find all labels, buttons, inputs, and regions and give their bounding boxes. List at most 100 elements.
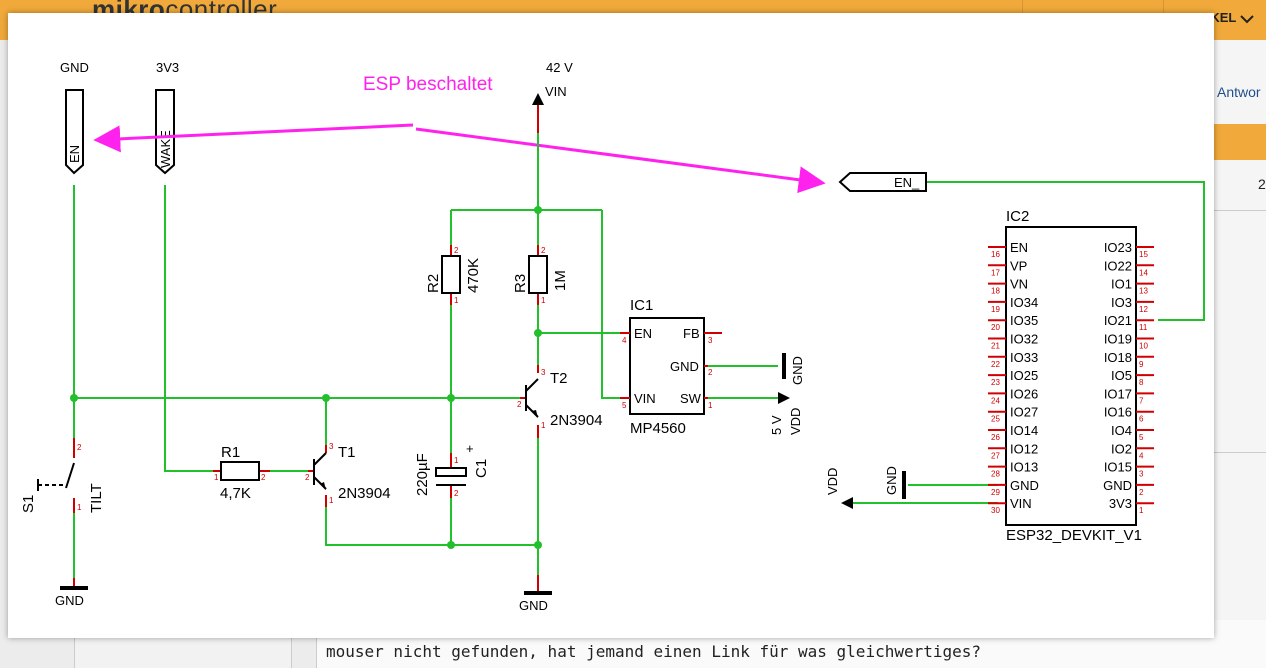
t1-name: T1 — [338, 444, 356, 461]
ic2-pin-number: 2 — [1139, 488, 1144, 497]
svg-text:1: 1 — [541, 421, 546, 430]
svg-text:2: 2 — [454, 246, 459, 255]
ic2-pin-number: 27 — [991, 451, 1000, 460]
t1-type: 2N3904 — [338, 485, 391, 502]
wake-flag-label: WAKE — [158, 130, 173, 168]
wire-wake-net — [164, 185, 213, 472]
ic2-pin-label: IO33 — [1010, 350, 1038, 365]
ic2-pin-number: 25 — [991, 415, 1000, 424]
ic2-pin-label: IO26 — [1010, 386, 1038, 401]
ic1-pin-fb: FB — [683, 326, 700, 341]
wire-ic1-out — [708, 365, 778, 399]
svg-text:2: 2 — [517, 400, 522, 409]
ic2-pin-label: IO19 — [1104, 332, 1132, 347]
gnd-label-s1: GND — [55, 593, 84, 608]
ic2-pin-number: 1 — [1139, 506, 1144, 515]
svg-text:1: 1 — [214, 473, 219, 482]
ic2-pin-label: IO12 — [1010, 441, 1038, 456]
ic2-pin-label: IO5 — [1111, 368, 1132, 383]
svg-text:2: 2 — [454, 489, 459, 498]
ic2-pin-label: IO1 — [1111, 277, 1132, 292]
reply-link[interactable]: Antwor — [1217, 84, 1261, 100]
ic2-pin-label: IO13 — [1010, 460, 1038, 475]
ic1-pin-vin: VIN — [634, 391, 656, 406]
svg-text:4: 4 — [622, 336, 627, 345]
r3-name: R3 — [512, 274, 529, 293]
ic2-pin-number: 10 — [1139, 342, 1148, 351]
r1-name: R1 — [221, 444, 240, 461]
vin-arrow-icon — [532, 93, 544, 105]
svg-text:2: 2 — [305, 473, 310, 482]
ic2-pin-number: 7 — [1139, 396, 1144, 405]
svg-text:2: 2 — [261, 473, 266, 482]
svg-text:1: 1 — [329, 496, 334, 505]
svg-text:1: 1 — [454, 296, 459, 305]
ic2-pin-number: 13 — [1139, 287, 1148, 296]
svg-text:3: 3 — [708, 336, 713, 345]
ic2-pin-number: 12 — [1139, 305, 1148, 314]
c1-value: 220µF — [414, 453, 431, 496]
ic2-pin-number: 5 — [1139, 433, 1144, 442]
ic2-pin-label: IO16 — [1104, 405, 1132, 420]
ic2-pin-number: 29 — [991, 488, 1000, 497]
svg-text:2: 2 — [541, 246, 546, 255]
ic2-pin-label: GND — [1103, 478, 1132, 493]
ic2-pin-number: 16 — [991, 250, 1000, 259]
gnd-label-t2: GND — [519, 598, 548, 613]
wake-flag-shape — [155, 89, 175, 175]
divider — [1214, 210, 1266, 211]
ic2-pin-label: IO32 — [1010, 332, 1038, 347]
r2-value: 470K — [465, 258, 482, 293]
ic2-pin-number: 24 — [991, 396, 1000, 405]
ic2-pin-number: 14 — [1139, 268, 1148, 277]
ic2-pin-label: IO23 — [1104, 240, 1132, 255]
image-lightbox[interactable]: GND 3V3 42 V VIN EN WAKE ESP beschaltet … — [8, 13, 1214, 638]
ic2-pin-label: 3V3 — [1109, 496, 1132, 511]
svg-text:2: 2 — [708, 368, 713, 377]
ic2-pin-number: 28 — [991, 470, 1000, 479]
ic2-pin-number: 23 — [991, 378, 1000, 387]
ic2-pin-label: IO2 — [1111, 441, 1132, 456]
ic2-pin-label: IO35 — [1010, 313, 1038, 328]
vdd-arrow-icon — [778, 392, 790, 404]
v3v3-label: 3V3 — [156, 60, 179, 75]
ic2-pin-label: VN — [1010, 277, 1028, 292]
ic2-pin-label: IO14 — [1010, 423, 1038, 438]
ic2-pin-label: IO21 — [1104, 313, 1132, 328]
ic2-pin-label: IO3 — [1111, 295, 1132, 310]
t2-name: T2 — [550, 370, 568, 387]
ic2-pin-number: 21 — [991, 342, 1000, 351]
r3-body — [528, 255, 548, 294]
wire-ic2-power — [853, 484, 998, 504]
c1-plus: + — [466, 441, 474, 456]
svg-text:1: 1 — [541, 296, 546, 305]
wire-gnd-net — [73, 185, 520, 438]
svg-text:3: 3 — [541, 368, 546, 377]
ic2-pin-number: 9 — [1139, 360, 1144, 369]
ic2-type: ESP32_DEVKIT_V1 — [1006, 527, 1142, 544]
ic2-pin-label: IO25 — [1010, 368, 1038, 383]
svg-text:1: 1 — [708, 401, 713, 410]
v5-label: 5 V — [769, 415, 784, 435]
s1-name: S1 — [20, 495, 37, 513]
ic2-pin-number: 19 — [991, 305, 1000, 314]
ic2-pin-number: 30 — [991, 506, 1000, 515]
ic2-left-pins: EN16VP17VN18IO3419IO3520IO3221IO3322IO25… — [988, 240, 1039, 515]
c1-name: C1 — [473, 459, 490, 478]
en-flag-label: EN — [67, 145, 82, 163]
ic2-pin-number: 6 — [1139, 415, 1144, 424]
r1-body — [220, 461, 260, 481]
s1-type: TILT — [88, 483, 105, 513]
ic2-name: IC2 — [1006, 208, 1029, 225]
r2-name: R2 — [425, 274, 442, 293]
post-text: mouser nicht gefunden, hat jemand einen … — [326, 642, 982, 661]
ic1-pin-en: EN — [634, 326, 652, 341]
ic1-pin-gnd: GND — [670, 359, 699, 374]
wire-vin-net — [450, 133, 626, 399]
en-flag-shape — [65, 89, 84, 175]
wire-en-net — [537, 305, 626, 365]
svg-text:2: 2 — [77, 443, 82, 452]
wire-en-to-io21 — [926, 181, 1205, 321]
ic2-pin-label: IO34 — [1010, 295, 1038, 310]
